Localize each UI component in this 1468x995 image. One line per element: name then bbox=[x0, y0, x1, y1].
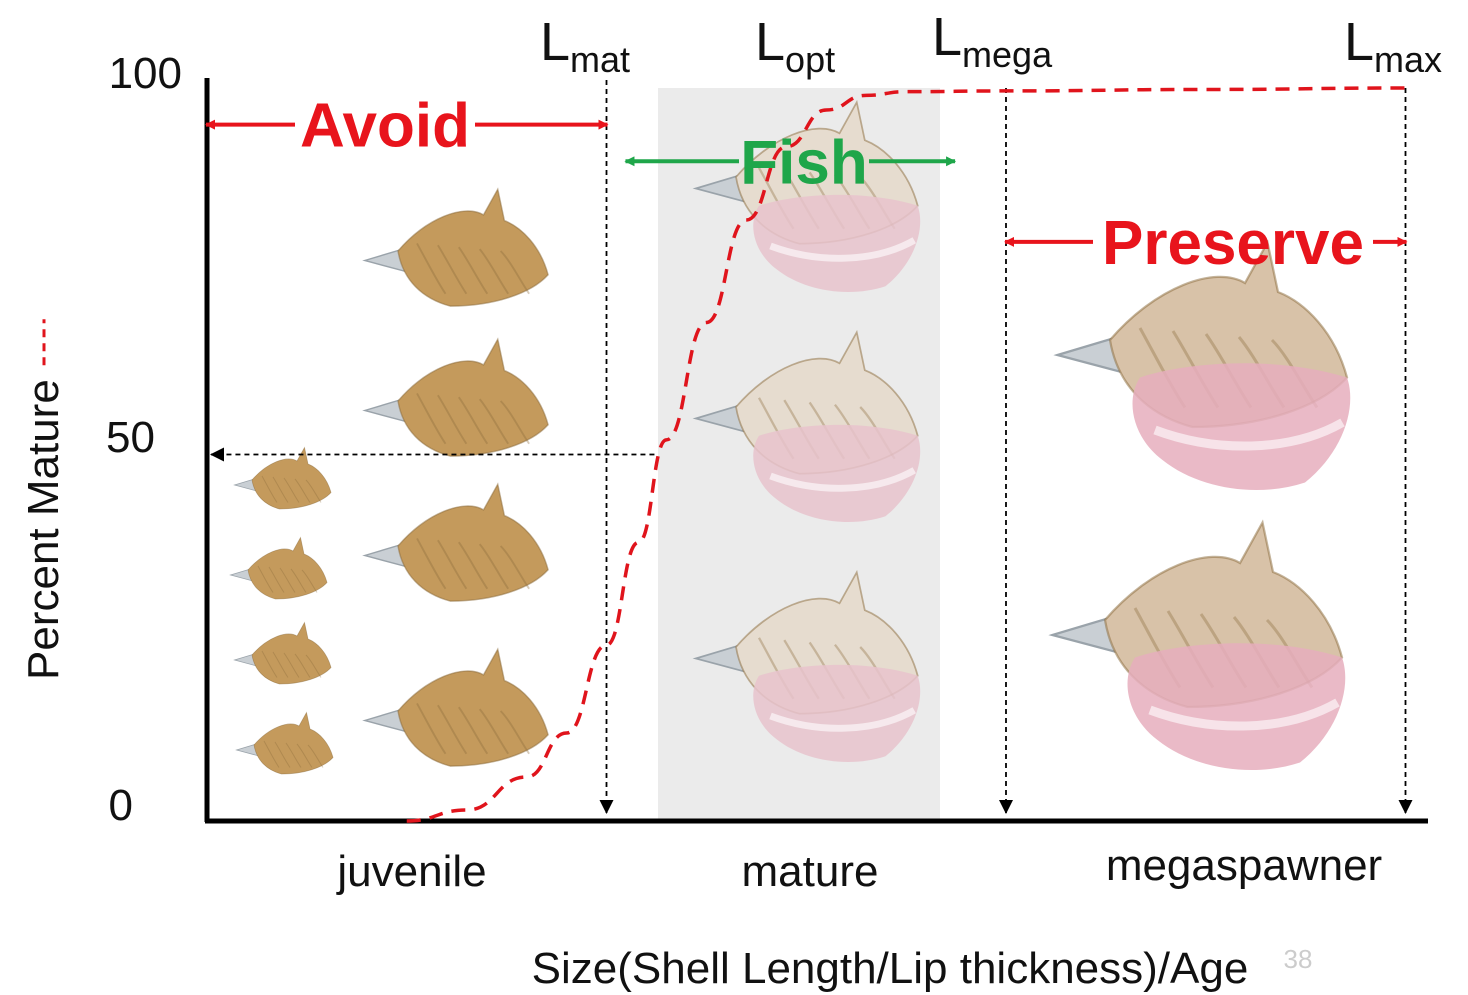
x-axis-title: Size(Shell Length/Lip thickness)/Age bbox=[532, 944, 1249, 993]
megaspawner-conch bbox=[1053, 523, 1346, 771]
conch-illustrations bbox=[231, 102, 1351, 774]
category-label-megaspawner: megaspawner bbox=[1106, 841, 1382, 890]
zone-label-preserve: Preserve bbox=[1102, 209, 1364, 278]
y-axis-title: Percent Mature bbox=[19, 379, 68, 680]
juvenile-small-conch bbox=[231, 538, 328, 600]
juvenile-small-conch bbox=[235, 623, 332, 685]
category-label-juvenile: juvenile bbox=[335, 847, 486, 896]
juvenile-small-conch bbox=[237, 713, 334, 775]
zone-label-fish: Fish bbox=[740, 128, 867, 197]
y-axis-title-group: Percent Mature bbox=[19, 319, 68, 680]
juvenile-large-conch bbox=[365, 339, 548, 456]
marker-label-opt: Lopt bbox=[755, 12, 835, 80]
category-label-mature: mature bbox=[742, 847, 879, 896]
marker-label-max: Lmax bbox=[1344, 12, 1442, 80]
juvenile-small-conch bbox=[235, 448, 332, 510]
juvenile-large-conch bbox=[365, 189, 548, 306]
page-number: 38 bbox=[1284, 944, 1313, 974]
zone-label-avoid: Avoid bbox=[300, 92, 470, 161]
y-tick-100: 100 bbox=[109, 49, 182, 98]
megaspawner-conch bbox=[1058, 243, 1351, 491]
y-tick-50: 50 bbox=[106, 413, 155, 462]
y-tick-0: 0 bbox=[109, 781, 133, 830]
marker-label-mega: Lmega bbox=[932, 7, 1053, 75]
juvenile-large-conch bbox=[365, 484, 548, 601]
juvenile-large-conch bbox=[365, 649, 548, 766]
marker-label-mat: Lmat bbox=[540, 12, 630, 80]
